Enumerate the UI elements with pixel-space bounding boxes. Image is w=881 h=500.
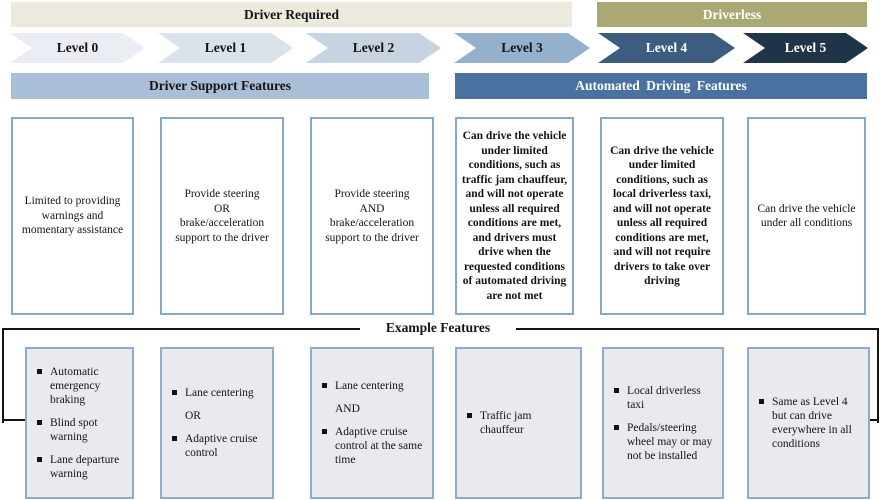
level-2-chevron: Level 2 xyxy=(306,33,441,63)
level-0-chevron: Level 0 xyxy=(10,33,145,63)
bullet-square-icon xyxy=(467,413,472,418)
bullet-square-icon xyxy=(322,429,327,434)
list-item: Automatic emergency braking xyxy=(37,365,128,407)
level-3-description-box: Can drive the vehicle under limited cond… xyxy=(455,117,574,315)
bullet-square-icon xyxy=(172,390,177,395)
bullet-square-icon xyxy=(759,399,764,404)
list-item: Lane centering xyxy=(172,386,268,400)
level-0-description-box: Limited to providing warnings and moment… xyxy=(11,117,134,315)
list-item: Blind spot warning xyxy=(37,416,128,444)
bullet-square-icon xyxy=(37,457,42,462)
list-item-connector: OR xyxy=(185,410,201,422)
driver-required-band: Driver Required xyxy=(11,2,572,27)
list-item: Local driverless taxi xyxy=(614,384,718,412)
level-5-example-features-box: Same as Level 4 but can drive everywhere… xyxy=(747,347,870,499)
list-item: Same as Level 4 but can drive everywhere… xyxy=(759,395,864,451)
level-0-example-features-box: Automatic emergency braking Blind spot w… xyxy=(25,347,134,499)
list-item: Lane centering xyxy=(322,379,428,393)
bullet-square-icon xyxy=(322,383,327,388)
level-3-chevron: Level 3 xyxy=(454,33,590,63)
example-features-title: Example Features xyxy=(360,319,516,337)
level-5-chevron: Level 5 xyxy=(743,33,868,63)
list-item: Lane departure warning xyxy=(37,453,128,481)
level-2-description-box: Provide steering AND brake/acceleration … xyxy=(310,117,434,315)
level-1-description-box: Provide steering OR brake/acceleration s… xyxy=(160,117,284,315)
bullet-square-icon xyxy=(614,387,619,393)
bullet-square-icon xyxy=(37,420,42,425)
list-item: Traffic jam chauffeur xyxy=(467,409,576,437)
level-3-example-features-box: Traffic jam chauffeur xyxy=(455,347,582,499)
bullet-square-icon xyxy=(172,436,177,441)
automated-driving-features-bar: Automated Driving Features xyxy=(455,73,867,99)
bullet-square-icon xyxy=(614,424,619,430)
list-item: Pedals/steering wheel may or may not be … xyxy=(614,421,718,463)
level-2-example-features-box: Lane centering AND Adaptive cruise contr… xyxy=(310,347,434,499)
level-4-chevron: Level 4 xyxy=(598,33,735,63)
frame-bottom-left-stub xyxy=(2,419,27,421)
level-5-description-box: Can drive the vehicle under all conditio… xyxy=(747,117,866,315)
level-4-description-box: Can drive the vehicle under limited cond… xyxy=(600,117,724,315)
driver-support-features-bar: Driver Support Features xyxy=(11,73,429,99)
driverless-band: Driverless xyxy=(597,2,867,27)
level-4-example-features-box: Local driverless taxi Pedals/steering wh… xyxy=(602,347,724,499)
bullet-square-icon xyxy=(37,369,42,374)
level-1-example-features-box: Lane centering OR Adaptive cruise contro… xyxy=(160,347,274,499)
list-item-connector: AND xyxy=(335,403,360,415)
list-item: Adaptive cruise control xyxy=(172,432,268,460)
list-item: Adaptive cruise control at the same time xyxy=(322,425,428,467)
level-1-chevron: Level 1 xyxy=(158,33,293,63)
